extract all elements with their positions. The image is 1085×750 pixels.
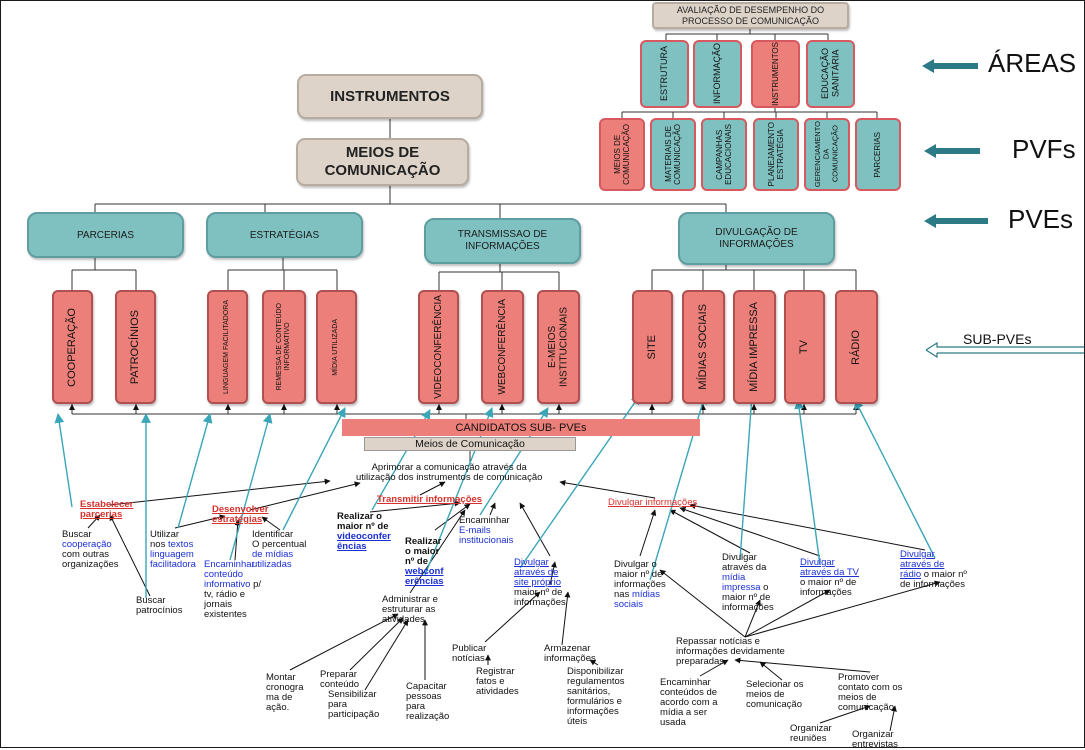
subpve-webconferencia: WEBCONFERÊNCIA	[481, 290, 524, 404]
areas-arrow-icon	[922, 59, 978, 73]
area-educacao-sanitaria: EDUCAÇÃO SANITÁRIA	[806, 40, 855, 108]
candidatos-bar: CANDIDATOS SUB- PVEs	[342, 419, 700, 436]
map-utilizar: Utilizar nos textos linguagem facilitado…	[150, 529, 196, 570]
subpve-videoconferencia: VIDEOCONFERÊNCIA	[418, 290, 459, 404]
subpve-remessa: REMESSA DE CONTEÚDO INFORMATIVO	[262, 290, 306, 404]
map-realizar-web: Realizar o maior nº de webconf erências	[405, 536, 444, 587]
avaliacao-box: AVALIAÇÃO DE DESEMPENHO DO PROCESSO DE C…	[652, 2, 849, 29]
subpve-radio: RÁDIO	[835, 290, 878, 404]
meios-de-comunicacao-box: MEIOS DE COMUNICAÇÃO	[296, 138, 469, 186]
map-realizar-video: Realizar o maior nº de videoconfer ência…	[337, 511, 391, 552]
subpve-site: SITE	[632, 290, 673, 404]
subpve-midia-impressa: MÍDIA IMPRESSA	[733, 290, 776, 404]
map-organizar-reunioes: Organizar reuniões	[790, 723, 832, 744]
subpve-patrocinios: PATROCÍNIOS	[115, 290, 156, 404]
pve-divulgacao: DIVULGAÇÃO DE INFORMAÇÕES	[678, 212, 835, 265]
subpve-linguagem: LINGUAGEM FACILITADORA	[207, 290, 248, 404]
pvf-parcerias: PARCERIAS	[855, 118, 901, 191]
area-estrutura: ESTRUTURA	[640, 40, 689, 108]
map-divulgar-sociais: Divulgar o maior nº de informações nas m…	[614, 559, 666, 610]
map-armazenar: Armazenar informações	[544, 643, 596, 664]
area-instrumentos: INSTRUMENTOS	[751, 40, 800, 108]
map-encaminhar-conteudos: Encaminhar conteúdos de acordo com a míd…	[660, 677, 718, 728]
map-divulgar-tv: Divulgar através da TV o maior nº de inf…	[800, 557, 859, 598]
map-administrar: Administrar e estruturar as atividades	[382, 594, 438, 625]
map-divulgar: Divulgar informações	[608, 497, 698, 508]
meios-small-box: Meios de Comunicação	[364, 437, 576, 451]
area-informacao: INFORMAÇÃO	[693, 40, 742, 108]
map-selecionar: Selecionar os meios de comunicação	[746, 679, 804, 710]
map-montar: Montar cronogra ma de ação.	[266, 672, 304, 713]
map-publicar: Publicar notícias	[452, 643, 487, 664]
map-identificar: Identificar O percentual de mídias utili…	[252, 529, 307, 570]
map-capacitar: Capacitar pessoas para realização	[406, 681, 450, 722]
pve-transmissao: TRANSMISSAO DE INFORMAÇÕES	[424, 218, 581, 264]
pve-parcerias: PARCERIAS	[27, 212, 184, 258]
pvf-planejamento: PLANEJAMENTO ESTRATÉGIA	[753, 118, 799, 191]
map-desenvolver: Desenvolver estratégias	[212, 504, 269, 525]
map-encaminhar-email: Encaminhar E-mails institucionais	[459, 515, 514, 546]
subpves-arrow-icon	[925, 342, 1085, 358]
pvf-meios-de-comunicacao: MEIOS DE COMUNICAÇÃO	[599, 118, 645, 191]
pves-arrow-icon	[924, 214, 988, 228]
subpve-midia-utilizada: MÍDIA UTILIZADA	[316, 290, 357, 404]
map-promover: Promover contato com os meios de comunic…	[838, 672, 903, 713]
map-sensibilizar: Sensibilizar para participação	[328, 689, 380, 720]
subpve-e-meios: E-MEIOS INSTITUCIONAIS	[537, 290, 580, 404]
instrumentos-box: INSTRUMENTOS	[297, 74, 483, 119]
map-preparar: Preparar conteúdo	[320, 669, 360, 690]
pvf-gerenciamento: GERENCIAMENTO DA COMUNICAÇÃO	[804, 118, 850, 191]
subpve-tv: TV	[784, 290, 825, 404]
pvfs-arrow-icon	[924, 144, 980, 158]
map-divulgar-site: Divulgar através de site próprio maior n…	[514, 557, 566, 608]
pvf-campanhas: CAMPANHAS EDUCACIONAIS	[701, 118, 747, 191]
map-transmitir: Transmitir informações	[377, 494, 483, 505]
map-buscar-cooperacao: Buscar cooperação com outras organizaçõe…	[62, 529, 119, 570]
subpve-midias-sociais: MÍDIAS SOCIAIS	[682, 290, 725, 404]
map-divulgar-radio: Divulgar através de rádio o maior nº de …	[900, 549, 967, 590]
map-aprimorar: Aprimorar a comunicação através da utili…	[356, 462, 543, 483]
map-repassar: Repassar notícias e informações devidame…	[676, 636, 785, 667]
pvf-materiais: MATERIAIS DE COMUNICAÇÃO	[650, 118, 696, 191]
map-registrar: Registrar fatos e atividades	[476, 666, 519, 697]
map-disponibilizar: Disponibilizar regulamentos sanitários, …	[567, 666, 625, 727]
subpve-cooperacao: COOPERAÇÃO	[52, 290, 93, 404]
map-divulgar-impressa: Divulgar através da mídia impressa o mai…	[722, 552, 774, 613]
label-subpves: SUB-PVEs	[963, 331, 1032, 347]
map-organizar-entrevistas: Organizar entrevistas	[852, 729, 898, 750]
label-pvfs: PVFs	[1012, 134, 1076, 164]
map-buscar-patrocinios: Buscar patrocínios	[136, 595, 183, 616]
label-pves: PVEs	[1008, 204, 1074, 234]
map-estabelecer: Estabelecer parcerias	[80, 499, 134, 520]
pve-estrategias: ESTRATÉGIAS	[206, 212, 363, 258]
map-encaminhar-conteudo: Encaminhar conteúdo informativo p/ tv, r…	[204, 559, 262, 620]
label-areas: ÁREAS	[988, 48, 1077, 78]
